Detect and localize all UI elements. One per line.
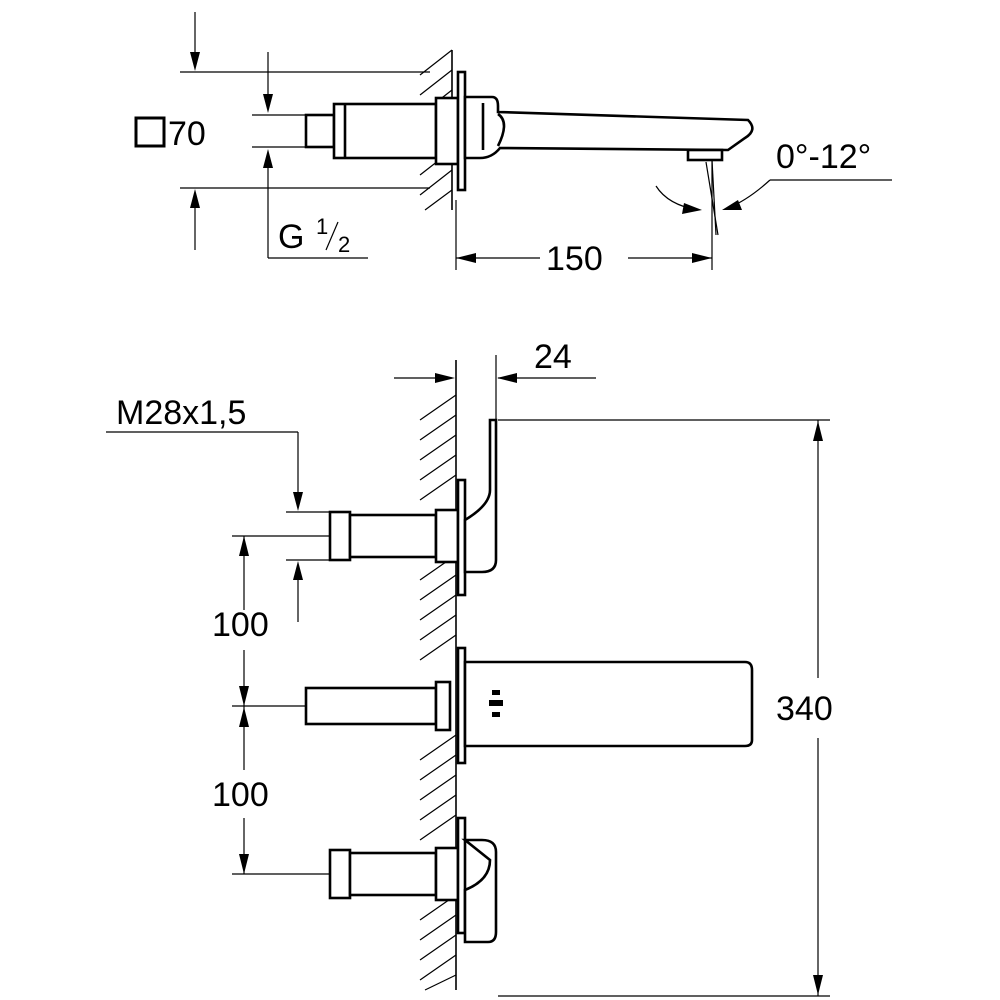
- front-view: 24 M28x1,5 100 100: [106, 338, 833, 997]
- thread-label-den: 2: [338, 232, 350, 257]
- plate-thickness-dimension: 24: [394, 338, 596, 420]
- spacing-dimensions: 100 100: [212, 535, 330, 875]
- square-dim-label: 70: [168, 115, 206, 153]
- top-view: 70 G 1 2 150: [134, 12, 892, 278]
- thread-spec-dimension: M28x1,5: [106, 394, 330, 622]
- total-height-dimension: 340: [498, 419, 833, 997]
- spout-top: [463, 95, 754, 162]
- brand-logo-icon: [489, 690, 503, 717]
- spacing-upper-label: 100: [212, 606, 269, 644]
- spacing-lower-label: 100: [212, 776, 269, 814]
- spout-length-dimension: 150: [455, 160, 713, 278]
- thread-spec-label: M28x1,5: [116, 394, 246, 432]
- spout-front: [304, 646, 754, 765]
- thread-dimension-top: G 1 2: [252, 52, 368, 259]
- tilt-angle-dimension: 0°-12°: [655, 138, 892, 236]
- square-dimension: 70: [134, 12, 430, 250]
- thread-label-main: G: [278, 218, 304, 256]
- lower-handle: [328, 816, 498, 944]
- square-symbol-icon: [134, 116, 166, 148]
- upper-handle: [328, 418, 498, 597]
- thread-label-num: 1: [316, 214, 328, 239]
- total-height-label: 340: [776, 690, 833, 728]
- rough-in-body-top: [304, 70, 467, 192]
- spout-length-label: 150: [546, 240, 603, 278]
- tilt-angle-label: 0°-12°: [776, 138, 871, 176]
- plate-thickness-label: 24: [534, 338, 572, 376]
